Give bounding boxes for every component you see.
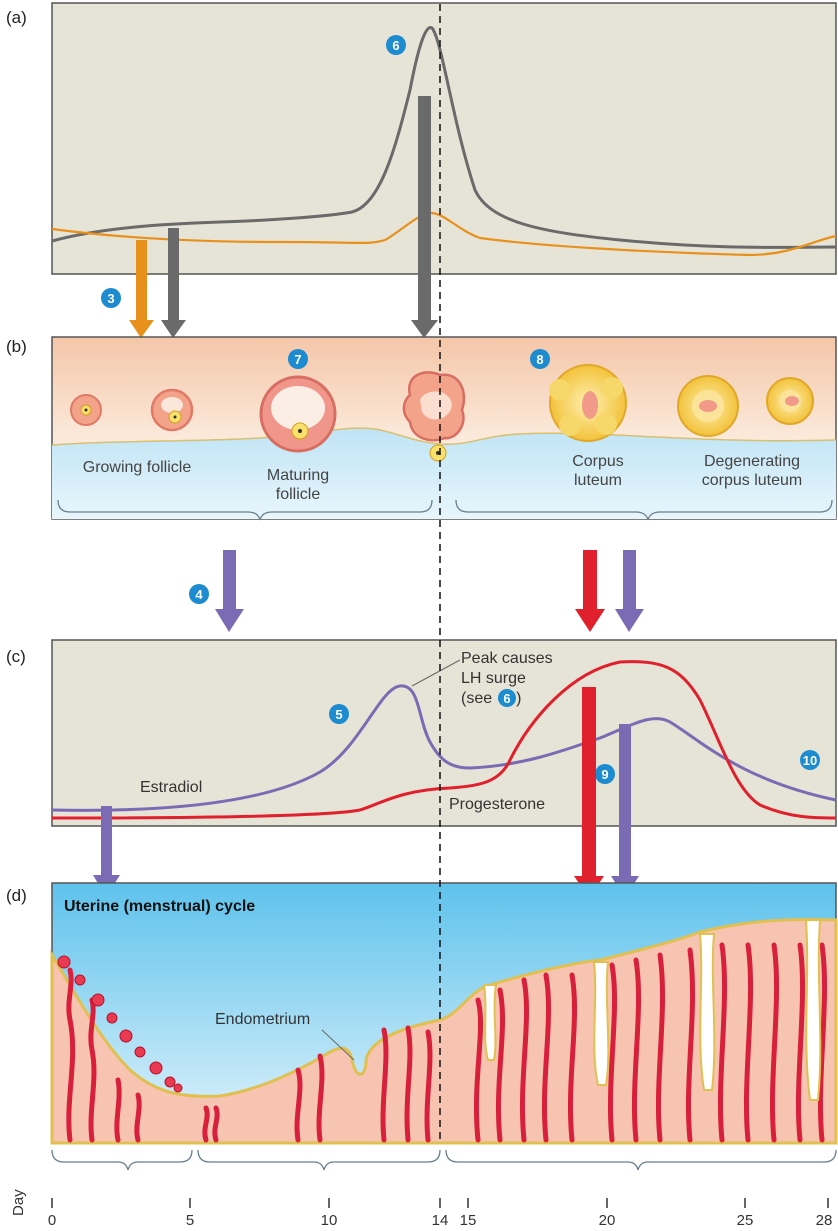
step-8-text: 8 — [536, 352, 543, 367]
peak-step-6-text: 6 — [503, 691, 510, 706]
day-tick-marks — [52, 1198, 828, 1208]
day-tick-15: 15 — [460, 1212, 477, 1229]
growing-follicle-2 — [152, 390, 192, 430]
corpus-luteum-label-1: Corpus — [572, 453, 624, 470]
peak-annotation-line-1: Peak causes — [461, 650, 553, 667]
step-4-text: 4 — [195, 587, 203, 602]
growing-follicle-1 — [71, 395, 101, 425]
progesterone-secretion-arrow-head — [575, 609, 605, 632]
arrows-b-to-c: 4 — [189, 550, 644, 632]
peak-annotation-line-2: LH surge — [461, 670, 526, 687]
estradiol-feedback-arrow-head — [215, 609, 244, 632]
day-axis: Day 0 5 10 14 15 20 25 28 — [10, 1189, 832, 1229]
estradiol-to-uterus-arrow-shaft — [101, 806, 112, 876]
menstrual-phase-brace — [52, 1150, 192, 1170]
day-tick-0: 0 — [48, 1212, 56, 1229]
progesterone-secretion-arrow-shaft — [583, 550, 597, 610]
maturing-follicle-label-2: follicle — [276, 486, 321, 503]
panel-a-label: (a) — [6, 8, 27, 27]
corpus-luteum-label-2: luteum — [574, 472, 622, 489]
estradiol-secretion-arrow-head — [615, 609, 644, 632]
step-3-text: 3 — [107, 291, 114, 306]
day-tick-10: 10 — [321, 1212, 338, 1229]
progesterone-label: Progesterone — [449, 796, 545, 813]
growing-follicle-label: Growing follicle — [83, 459, 192, 476]
endometrium-label: Endometrium — [215, 1011, 310, 1028]
step-7-text: 7 — [294, 352, 301, 367]
secretory-phase-brace — [446, 1150, 836, 1170]
uterine-cycle-title: Uterine (menstrual) cycle — [64, 898, 255, 915]
panel-c-label: (c) — [6, 647, 26, 666]
fsh-arrow-shaft — [136, 240, 147, 320]
fsh-arrow-head — [129, 320, 154, 338]
panel-c-box — [52, 640, 836, 826]
progesterone-to-uterus-arrow-shaft — [582, 687, 596, 877]
lh-arrow-left-shaft — [168, 228, 179, 320]
proliferative-phase-brace — [198, 1150, 440, 1170]
step-10-text: 10 — [803, 753, 817, 768]
day-tick-5: 5 — [186, 1212, 194, 1229]
panel-d-label: (d) — [6, 886, 27, 905]
maturing-follicle — [261, 377, 335, 451]
day-tick-20: 20 — [599, 1212, 616, 1229]
estradiol-luteal-to-uterus-arrow-shaft — [619, 724, 631, 877]
day-tick-25: 25 — [737, 1212, 754, 1229]
panel-b: (b) — [6, 337, 836, 520]
day-axis-label: Day — [10, 1189, 27, 1216]
estradiol-feedback-arrow-shaft — [223, 550, 236, 610]
estradiol-secretion-arrow-shaft — [623, 550, 636, 610]
step-5-text: 5 — [335, 707, 342, 722]
degenerating-corpus-luteum-1 — [678, 376, 738, 436]
lh-surge-arrow-shaft — [418, 96, 431, 320]
corpus-luteum — [549, 365, 626, 441]
panel-d: (d) — [6, 883, 836, 1170]
lh-surge-arrow-head — [411, 320, 438, 338]
lh-arrow-left-head — [161, 320, 186, 338]
degenerating-label-1: Degenerating — [704, 453, 800, 470]
degenerating-corpus-luteum-2 — [767, 378, 813, 424]
panel-b-label: (b) — [6, 337, 27, 356]
step-6-text: 6 — [392, 38, 399, 53]
maturing-follicle-label-1: Maturing — [267, 467, 329, 484]
day-tick-14: 14 — [432, 1212, 449, 1229]
panel-c: (c) Peak causes LH surge (see) 6 5 10 9 … — [6, 640, 836, 826]
step-9-text: 9 — [601, 767, 608, 782]
degenerating-label-2: corpus luteum — [702, 472, 803, 489]
day-tick-28: 28 — [816, 1212, 833, 1229]
estradiol-label: Estradiol — [140, 779, 202, 796]
